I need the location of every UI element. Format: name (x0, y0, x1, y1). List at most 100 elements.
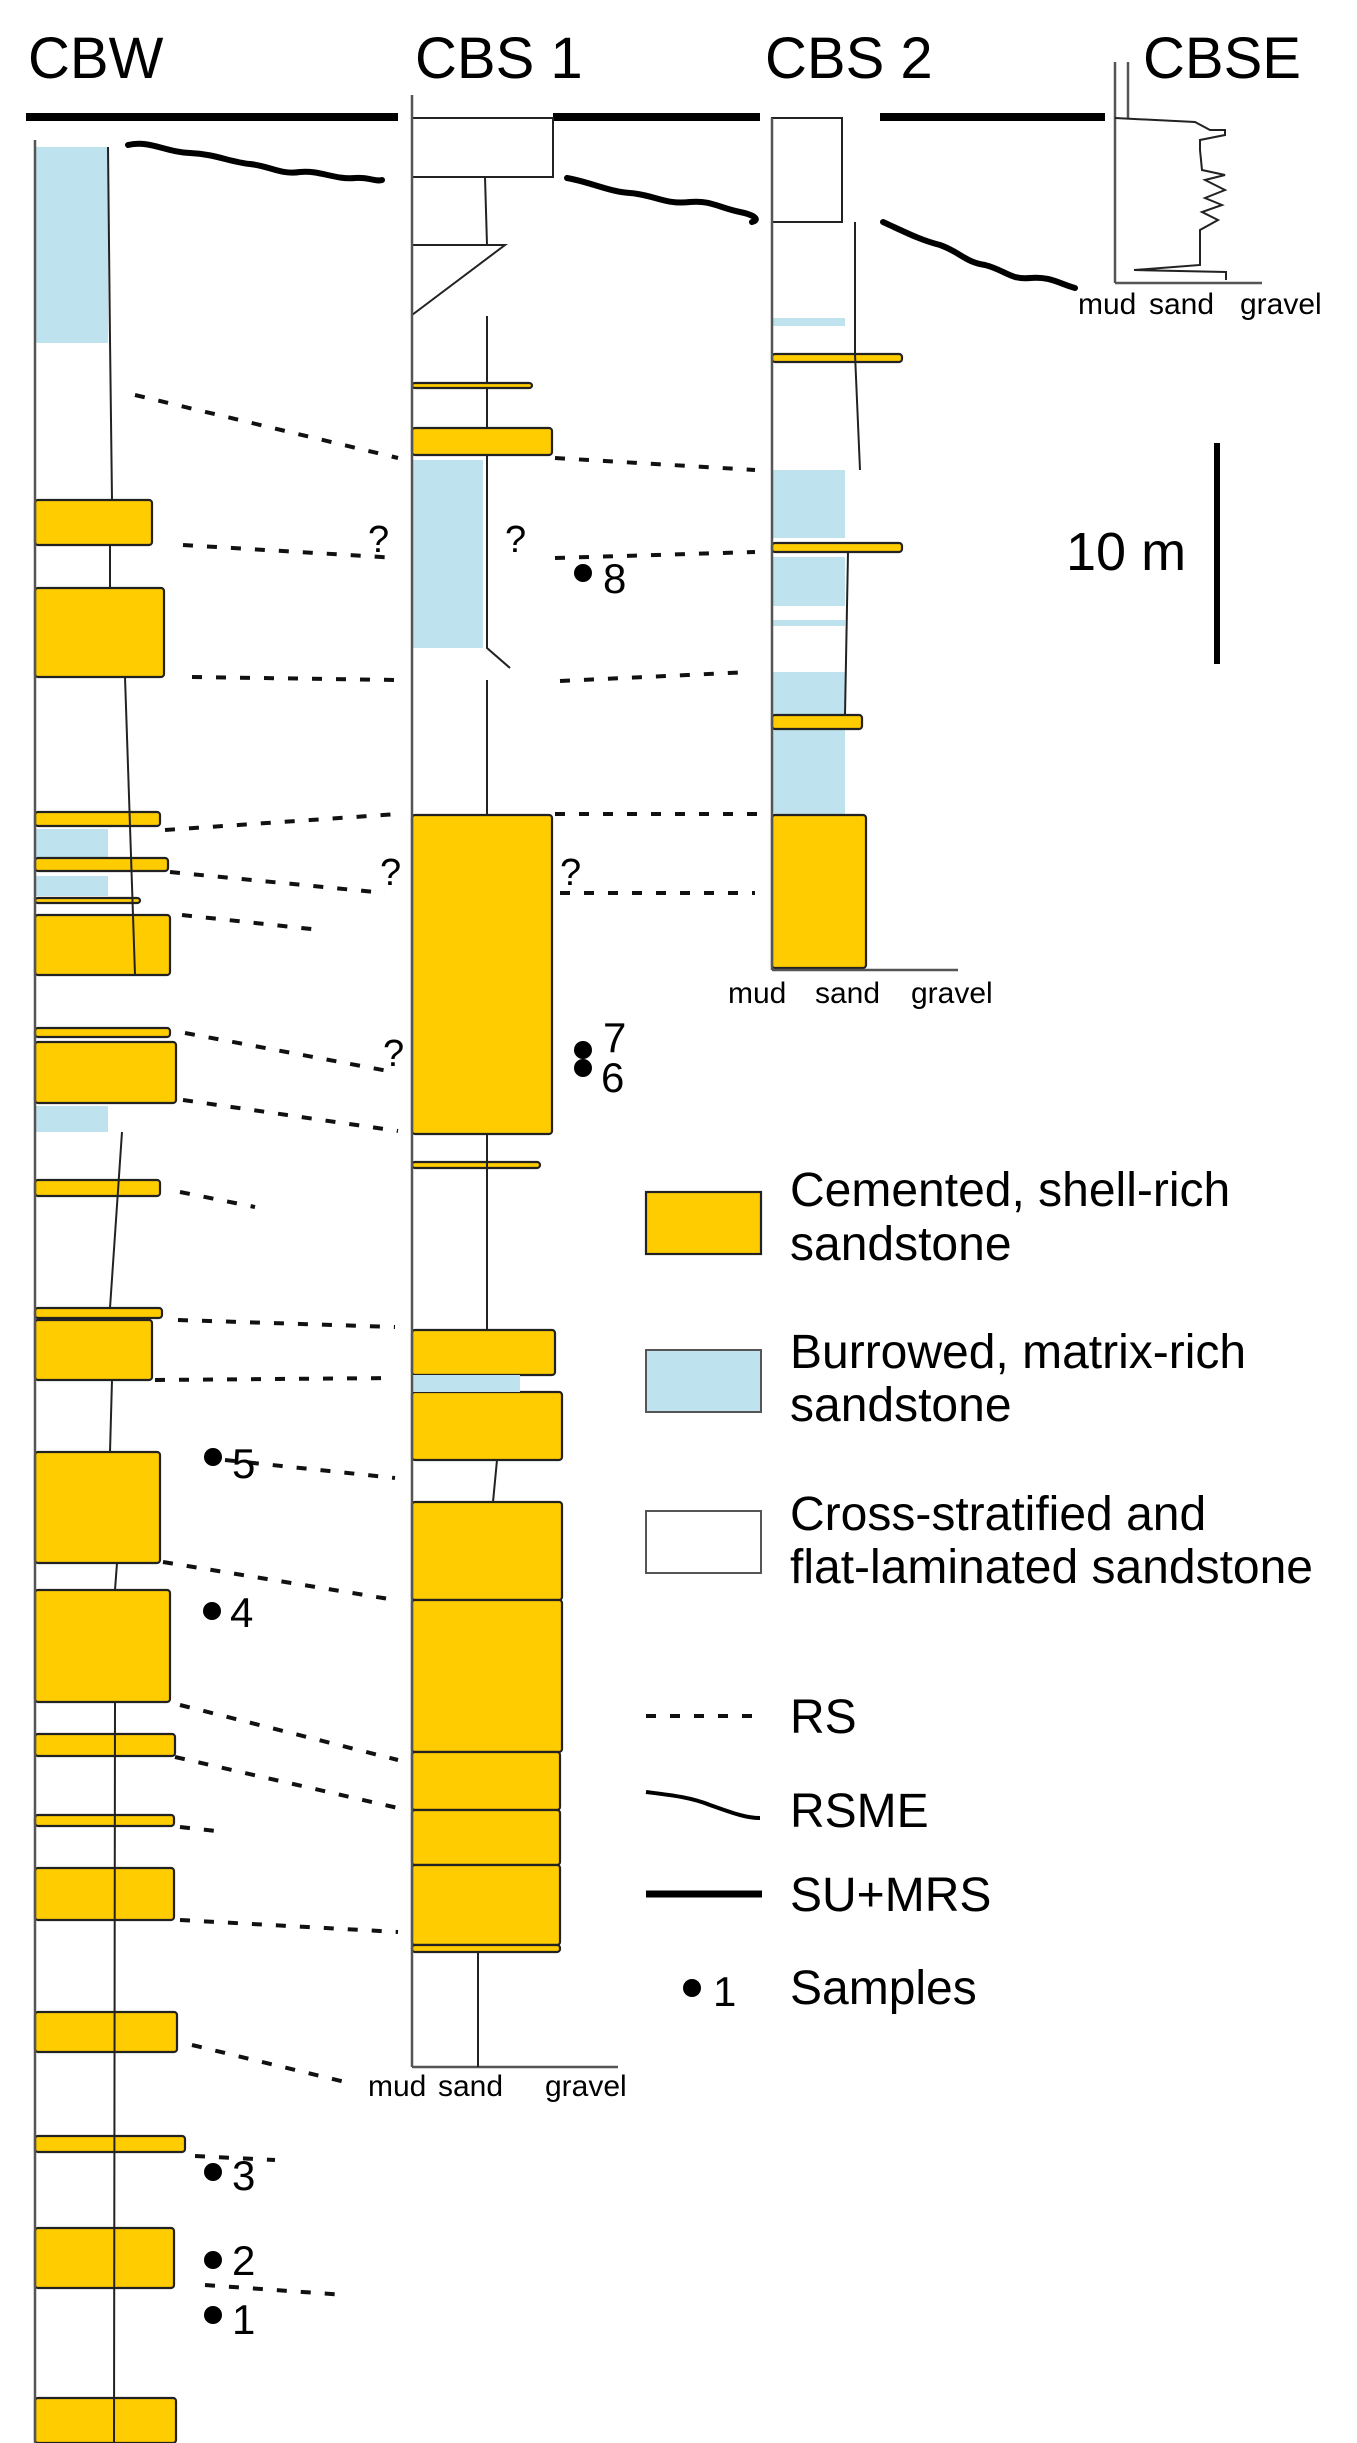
axis-label-sand: sand (1149, 288, 1214, 321)
legend-label-cross-stratified-line2: flat-laminated sandstone (790, 1541, 1313, 1594)
legend-label-rsme: RSME (790, 1785, 929, 1838)
cemented-bed (33, 1040, 178, 1105)
samples: 1 2 3 4 5 6 7 8 (203, 555, 626, 2343)
question-mark: ? (368, 519, 389, 561)
rs-line (224, 1458, 396, 1480)
rsme-segment (564, 175, 759, 225)
cross-bed-wedge (411, 244, 508, 316)
cemented-bed (410, 1808, 562, 1867)
rs-line (181, 913, 321, 932)
rs-line (134, 393, 399, 460)
burrowed-bed (35, 876, 108, 896)
axis-label-mud: mud (1078, 288, 1136, 321)
rs-line (162, 1560, 396, 1602)
sample-number: 7 (603, 1014, 626, 1061)
rs-line (179, 1825, 226, 1834)
rs-line (204, 2283, 346, 2297)
rs-line (174, 1755, 399, 1810)
cemented-bed (410, 426, 554, 457)
legend-symbol-rsme (645, 1790, 761, 1820)
legend-swatch-cemented (644, 1190, 763, 1256)
sample-number: 8 (603, 555, 626, 602)
sample-marker: 4 (203, 1589, 253, 1636)
section-title-cbs1: CBS 1 (415, 26, 583, 91)
question-mark: ? (560, 852, 581, 894)
rs-line (554, 550, 756, 560)
burrowed-bed (772, 470, 845, 538)
legend-label-su-mrs: SU+MRS (790, 1869, 991, 1922)
legend-label-burrowed-line2: sandstone (790, 1379, 1012, 1432)
rs-line (177, 1318, 396, 1329)
rsme-surface (125, 140, 1078, 291)
rs-line (182, 1098, 399, 1133)
cemented-bed (33, 1450, 162, 1565)
cemented-bed (33, 2134, 187, 2154)
sample-number: 6 (601, 1054, 624, 1101)
legend-swatch-burrowed (645, 1349, 762, 1413)
burrowed-bed (772, 730, 845, 815)
cemented-bed (410, 1160, 542, 1170)
sample-marker: 6 (574, 1054, 624, 1101)
grain-axis-cbse: mud sand gravel (1078, 288, 1322, 321)
burrowed-bed (35, 829, 108, 860)
section-title-cbw: CBW (28, 26, 164, 91)
cemented-bed (410, 1328, 557, 1377)
cemented-bed (33, 896, 142, 905)
legend-label-samples: Samples (790, 1962, 977, 2015)
sample-number: 3 (232, 2152, 255, 2199)
legend-label-burrowed-line1: Burrowed, matrix-rich (790, 1326, 1246, 1379)
legend-label-cemented-line1: Cemented, shell-rich (790, 1164, 1230, 1217)
axis-label-sand: sand (815, 977, 880, 1010)
rs-line (191, 675, 399, 682)
uncertain-correlations: ? ? ? ? ? (368, 519, 581, 1075)
sample-marker: 3 (204, 2152, 255, 2199)
legend: Cemented, shell-rich sandstone Burrowed,… (644, 1164, 1313, 2015)
burrowed-bed (412, 460, 483, 648)
section-title-cbs2: CBS 2 (765, 26, 933, 91)
sample-marker: 5 (204, 1440, 255, 1487)
cemented-bed (410, 1598, 564, 1754)
legend-symbol-sample-number: 1 (713, 1968, 736, 2015)
rs-line (169, 870, 386, 895)
sample-number: 1 (232, 2296, 255, 2343)
section-column-cbs1 (410, 95, 618, 2069)
section-column-cbse (1113, 62, 1262, 285)
cemented-bed (33, 586, 166, 679)
cemented-bed (410, 1863, 562, 1947)
cemented-bed (770, 541, 904, 554)
axis-label-gravel: gravel (1240, 288, 1322, 321)
legend-label-cross-stratified-line1: Cross-stratified and (790, 1488, 1206, 1541)
rs-line (182, 543, 399, 560)
laminated-bed (771, 117, 843, 223)
legend-label-rs: RS (790, 1691, 857, 1744)
legend-symbol-sample-dot (683, 1979, 701, 1997)
laminated-bed (411, 117, 554, 178)
cemented-bed (33, 498, 154, 547)
burrowed-bed (772, 318, 845, 326)
sample-number: 5 (232, 1440, 255, 1487)
rs-line (179, 1190, 256, 1209)
grain-axis-cbs1: mud sand gravel (368, 2070, 627, 2103)
burrowed-bed (35, 1106, 108, 1132)
cemented-bed (33, 810, 162, 828)
cemented-bed (33, 913, 172, 977)
scale-bar-label: 10 m (1066, 522, 1186, 582)
sample-marker: 2 (204, 2237, 255, 2284)
legend-label-cemented-line2: sandstone (790, 1218, 1012, 1271)
rs-line (184, 1031, 389, 1073)
axis-label-mud: mud (728, 977, 786, 1010)
cemented-bed (410, 813, 554, 1136)
rs-line (179, 1703, 399, 1762)
rsme-segment (125, 140, 385, 184)
cemented-bed (770, 352, 904, 364)
cemented-bed (410, 1750, 562, 1812)
burrowed-bed (772, 672, 845, 714)
axis-label-gravel: gravel (911, 977, 993, 1010)
cemented-bed (33, 2010, 179, 2054)
rs-line (179, 1918, 399, 1934)
rs-line (554, 456, 756, 472)
grain-size-profile (107, 146, 136, 2443)
sample-marker: 1 (204, 2296, 255, 2343)
cemented-bed (33, 2396, 178, 2443)
